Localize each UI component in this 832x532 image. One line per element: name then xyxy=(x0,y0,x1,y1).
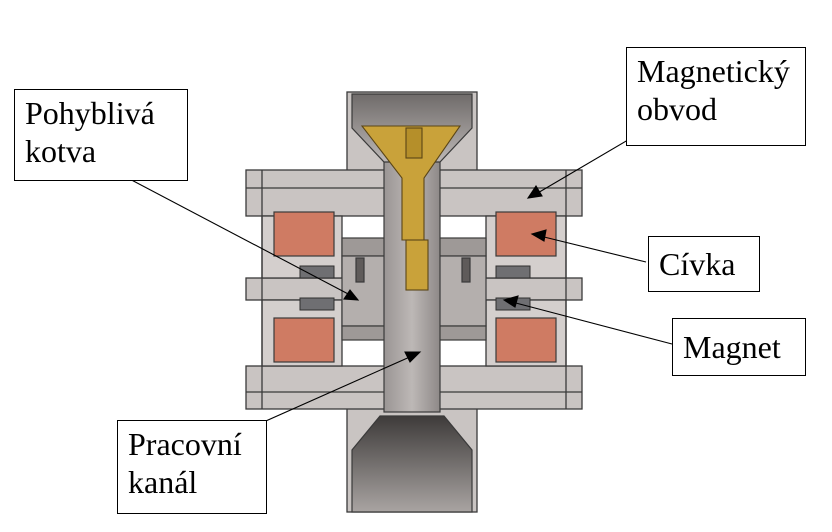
label-magnet: Magnet xyxy=(672,318,806,376)
label-coil: Cívka xyxy=(648,236,760,292)
label-moving-armature: Pohyblivá kotva xyxy=(14,89,188,181)
magnet xyxy=(299,265,531,311)
label-working-channel: Pracovní kanál xyxy=(117,420,267,514)
label-magnetic-circuit: Magnetický obvod xyxy=(626,47,806,146)
leader-lines xyxy=(123,119,673,437)
coil xyxy=(273,211,557,363)
valve-cone xyxy=(360,125,462,291)
